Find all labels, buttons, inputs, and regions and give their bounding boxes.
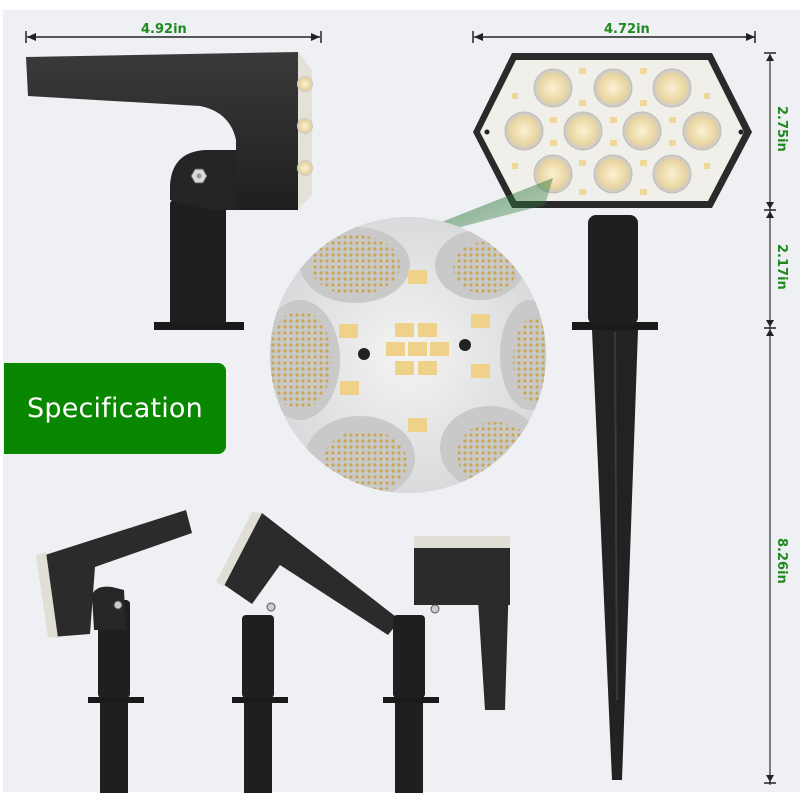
side-view-fixture xyxy=(26,52,313,330)
front-width-label: 4.72in xyxy=(604,22,650,37)
side-width-label: 4.92in xyxy=(141,22,187,37)
dimension-side-width xyxy=(25,31,322,43)
front-view-fixture xyxy=(473,53,752,780)
angle-fixture-3 xyxy=(383,536,510,793)
neck-height-label: 2.17in xyxy=(774,244,789,290)
dimension-vertical xyxy=(764,52,776,785)
dimension-front-width xyxy=(472,31,756,43)
head-height-label: 2.75in xyxy=(774,106,789,152)
led-closeup xyxy=(270,217,546,493)
angle-fixture-1 xyxy=(36,510,192,793)
angle-fixture-2 xyxy=(216,512,400,793)
stake-length-label: 8.26in xyxy=(774,538,789,584)
specification-label: Specification xyxy=(27,393,203,424)
led-lens-grid xyxy=(504,68,722,194)
specification-badge: Specification xyxy=(4,363,226,454)
